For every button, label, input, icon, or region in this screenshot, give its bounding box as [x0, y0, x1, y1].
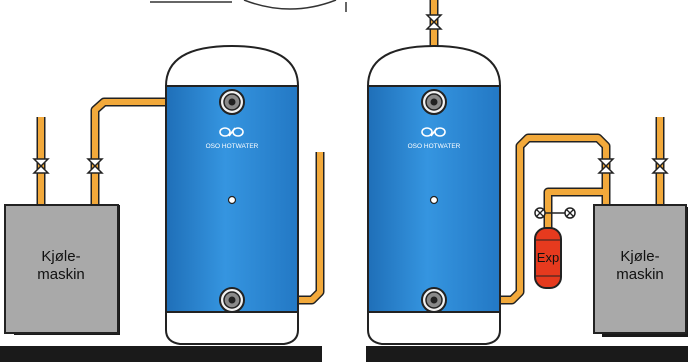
expansion-tank-label: Exp [537, 250, 559, 265]
right-chiller: Kjøle- maskin [593, 204, 688, 337]
left-gauge-icon[interactable] [534, 207, 548, 219]
expansion-tank: Exp [534, 227, 562, 289]
chiller-label-line1: Kjøle- [41, 248, 80, 265]
chiller-label-line2: maskin [616, 266, 664, 283]
left-system: Kjøle- maskin OSO HOTWATER [4, 44, 325, 345]
chiller-label-line2: maskin [37, 266, 85, 283]
right-gauge-icon[interactable] [548, 207, 576, 219]
left-chiller: Kjøle- maskin [4, 204, 120, 335]
flange-icon [219, 89, 245, 115]
chiller-label-line1: Kjøle- [620, 248, 659, 265]
valve-icon[interactable] [652, 158, 668, 174]
valve-icon[interactable] [33, 158, 49, 174]
tank-brand: OSO HOTWATER [206, 143, 259, 150]
left-tank: OSO HOTWATER [164, 44, 300, 345]
floor-left [0, 346, 322, 362]
flange-icon [421, 89, 447, 115]
top-cropped-arc [150, 0, 347, 12]
flange-icon [219, 287, 245, 313]
floor-right [366, 346, 688, 362]
valve-icon[interactable] [598, 158, 614, 174]
right-tank: OSO HOTWATER [366, 44, 502, 345]
sensor-port [227, 195, 237, 205]
tank-brand: OSO HOTWATER [408, 143, 461, 150]
sensor-port [429, 195, 439, 205]
valve-icon[interactable] [426, 14, 442, 30]
right-system: Exp Kjøle- maskin OSO HOTWATER [366, 0, 688, 345]
flange-icon [421, 287, 447, 313]
valve-icon[interactable] [87, 158, 103, 174]
